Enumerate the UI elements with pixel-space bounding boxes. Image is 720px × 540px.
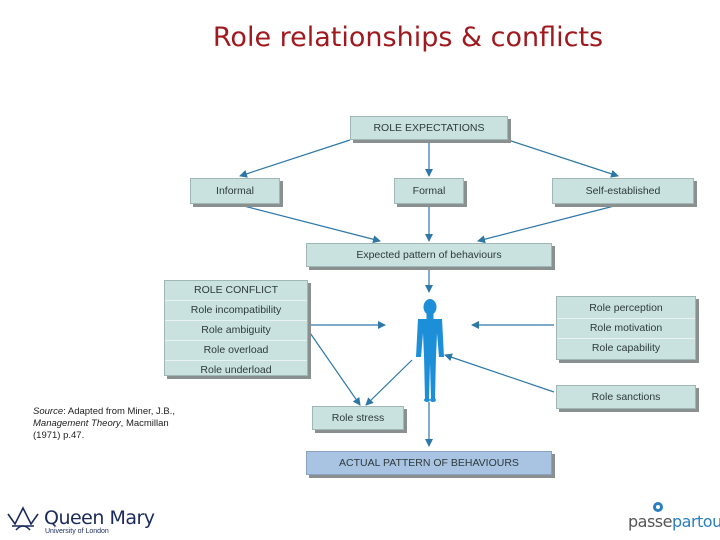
actual-pattern-box: ACTUAL PATTERN OF BEHAVIOURS — [306, 451, 552, 475]
passepartout-dot-icon — [653, 502, 663, 512]
role-conflict-item: Role underload — [200, 364, 272, 376]
role-factor-item: Role capability — [591, 342, 661, 354]
role-conflict-box: ROLE CONFLICT Role incompatibility Role … — [164, 280, 308, 376]
role-conflict-item: Role incompatibility — [165, 301, 307, 321]
role-conflict-item: Role ambiguity — [165, 321, 307, 341]
arrow-conflict-to-stress — [307, 329, 361, 406]
person-icon — [416, 299, 444, 402]
formal-box: Formal — [394, 178, 464, 204]
arrow-self-to-expected — [477, 204, 619, 244]
role-expectations-box: ROLE EXPECTATIONS — [350, 116, 508, 140]
expected-pattern-box: Expected pattern of behaviours — [306, 243, 552, 267]
passepartout-logo: passepartout — [628, 512, 720, 531]
arrow-expectations-to-self — [507, 139, 619, 178]
informal-box: Informal — [190, 178, 280, 204]
source-citation: Source: Adapted from Miner, J.B., Manage… — [33, 406, 176, 441]
self-established-box: Self-established — [552, 178, 694, 204]
role-factor-item: Role perception — [557, 299, 695, 319]
role-sanctions-box: Role sanctions — [556, 385, 696, 409]
role-conflict-header: ROLE CONFLICT — [165, 281, 307, 301]
arrow-informal-to-expected — [239, 204, 381, 244]
role-stress-box: Role stress — [312, 406, 404, 430]
page-title: Role relationships & conflicts — [212, 22, 604, 53]
queen-mary-wordmark: Queen Mary — [44, 507, 155, 529]
arrow-expectations-to-informal — [239, 139, 351, 178]
role-conflict-item: Role overload — [165, 341, 307, 361]
queen-mary-subtitle: University of London — [45, 528, 109, 535]
role-factors-box: Role perception Role motivation Role cap… — [556, 296, 696, 360]
role-factor-item: Role motivation — [557, 319, 695, 339]
arrow-sanctions-to-figure — [444, 353, 555, 393]
arrow-figure-to-stress — [365, 359, 413, 406]
queen-mary-crest-icon — [7, 506, 39, 531]
